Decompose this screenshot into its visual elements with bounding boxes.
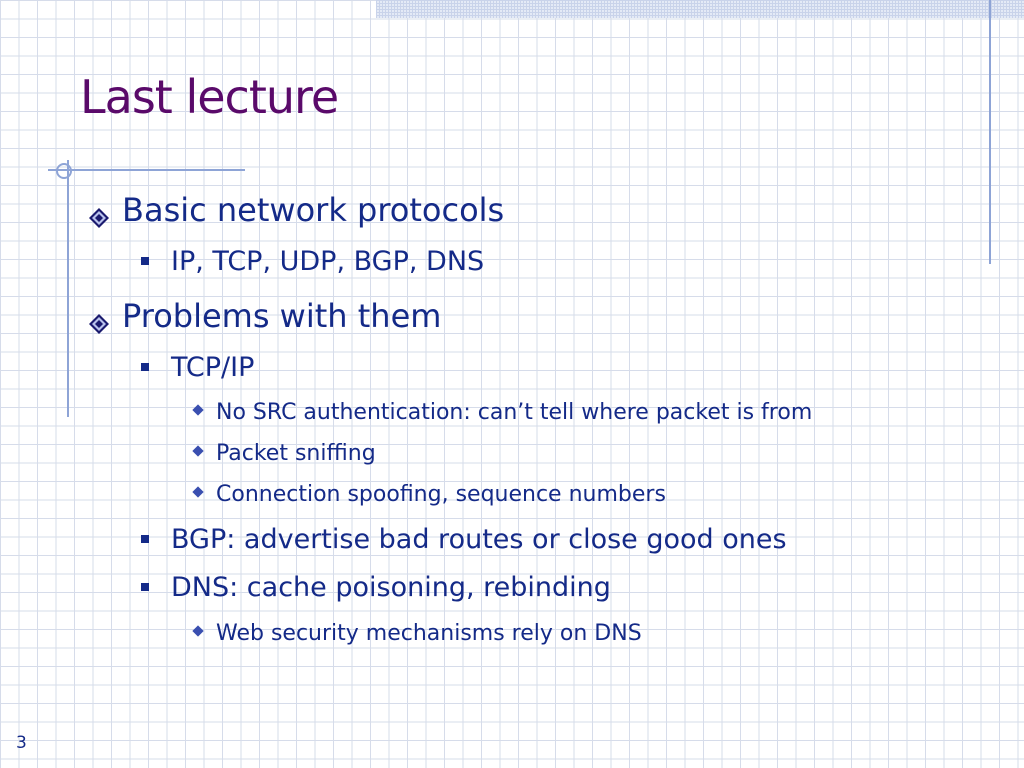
page-number: 3 <box>16 733 27 753</box>
left-vertical-rule <box>67 160 69 417</box>
bullet-basic-network-protocols: Basic network protocols <box>88 191 504 229</box>
bullet-text: No SRC authentication: can’t tell where … <box>216 400 813 425</box>
bullet-connection-spoofing: Connection spoofing, sequence numbers <box>192 482 666 507</box>
square-bullet-icon <box>141 534 149 543</box>
bullet-text: BGP: advertise bad routes or close good … <box>171 524 787 555</box>
bullet-text: Web security mechanisms rely on DNS <box>216 621 642 646</box>
square-bullet-icon <box>141 256 149 265</box>
bullet-text: Problems with them <box>122 297 442 335</box>
bullet-dns: DNS: cache poisoning, rebinding <box>141 572 611 603</box>
bullet-protocol-list: IP, TCP, UDP, BGP, DNS <box>141 246 484 277</box>
title-underline-rule <box>48 169 245 171</box>
bullet-text: TCP/IP <box>171 352 255 383</box>
square-bullet-icon <box>141 362 149 371</box>
bullet-text: Connection spoofing, sequence numbers <box>216 482 666 507</box>
bullet-text: DNS: cache poisoning, rebinding <box>171 572 611 603</box>
small-diamond-bullet-icon <box>192 625 204 637</box>
bullet-packet-sniffing: Packet sniffing <box>192 441 376 466</box>
bullet-text: IP, TCP, UDP, BGP, DNS <box>171 246 485 277</box>
square-bullet-icon <box>141 582 149 591</box>
bullet-bgp: BGP: advertise bad routes or close good … <box>141 524 787 555</box>
bullet-tcp-ip: TCP/IP <box>141 352 254 383</box>
diamond-bullet-icon <box>88 199 110 228</box>
bullet-problems-with-them: Problems with them <box>88 297 441 335</box>
bullet-no-src-auth: No SRC authentication: can’t tell where … <box>192 400 813 425</box>
bullet-text: Packet sniffing <box>216 441 376 466</box>
diamond-bullet-icon <box>88 305 110 334</box>
small-diamond-bullet-icon <box>192 486 204 498</box>
small-diamond-bullet-icon <box>192 445 204 457</box>
top-decorative-band <box>376 0 1024 18</box>
rule-circle-ornament <box>56 163 72 179</box>
bullet-web-security-dns: Web security mechanisms rely on DNS <box>192 621 642 646</box>
small-diamond-bullet-icon <box>192 404 204 416</box>
bullet-text: Basic network protocols <box>122 191 505 229</box>
slide-title: Last lecture <box>80 70 339 124</box>
right-vertical-rule <box>989 0 991 264</box>
